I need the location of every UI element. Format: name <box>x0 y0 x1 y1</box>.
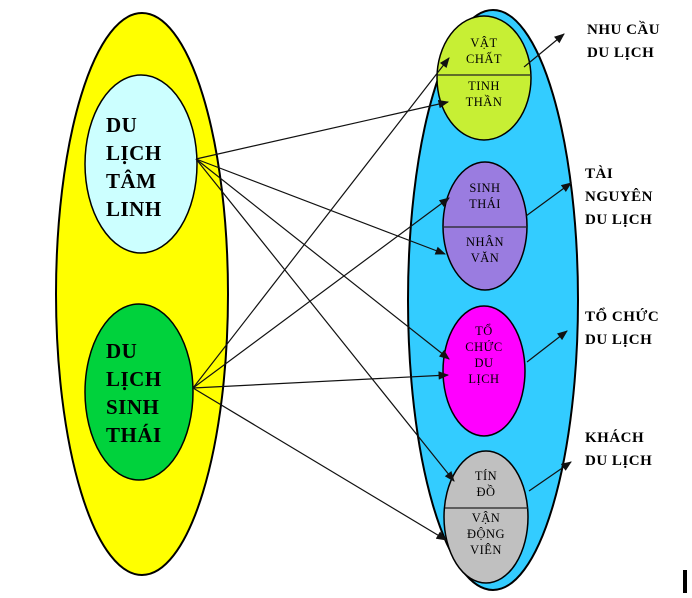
ellipse-sinh-thai-nhan-van <box>442 161 528 291</box>
right-outer-ellipse <box>407 9 579 591</box>
arrow-tam-linh-to-tin-do <box>195 158 455 482</box>
arrow-tam-linh-to-to-chuc <box>195 158 450 360</box>
arrow-to-khach-du-lich <box>528 461 572 492</box>
label-to-chuc-du-lich-outer: TỔ CHỨC DU LỊCH <box>585 309 660 348</box>
label-khach-du-lich: KHÁCH DU LỊCH <box>585 430 653 469</box>
label-nhan-van: NHÂN VĂN <box>465 235 505 265</box>
arrow-to-to-chuc-du-lich-label <box>526 330 568 363</box>
arrow-sinh-thai-to-van-dong-vien <box>192 387 447 541</box>
text-cursor-artifact <box>683 570 687 593</box>
ellipse-to-chuc-du-lich <box>442 305 526 437</box>
arrow-sinh-thai-to-vat-chat <box>192 57 450 389</box>
label-nhu-cau-du-lich: NHU CẦU DU LỊCH <box>587 22 661 61</box>
ellipse-vat-chat-tinh-than <box>436 15 532 141</box>
label-tin-do: TÍN ĐỒ <box>474 469 498 499</box>
label-du-lich-sinh-thai: DU LỊCH SINH THÁI <box>106 339 162 447</box>
label-tinh-than: TINH THẦN <box>465 79 503 109</box>
arrow-to-nhu-cau-du-lich <box>523 33 565 68</box>
label-to-chuc-du-lich: TỔ CHỨC DU LỊCH <box>465 324 503 386</box>
arrow-to-tai-nguyen-du-lich <box>525 182 572 217</box>
arrow-tam-linh-to-tinh-than <box>195 99 450 160</box>
ellipse-tin-do-van-dong-vien <box>443 450 529 584</box>
ellipse-du-lich-sinh-thai <box>84 303 194 481</box>
label-vat-chat: VẬT CHẤT <box>465 36 503 66</box>
arrow-sinh-thai-to-to-chuc <box>192 371 450 389</box>
label-tai-nguyen-du-lich: TÀI NGUYÊN DU LỊCH <box>585 166 654 228</box>
arrow-sinh-thai-to-sinh-thai <box>192 197 450 389</box>
arrow-tam-linh-to-nhan-van <box>195 158 446 255</box>
ellipse-du-lich-tam-linh <box>84 74 198 254</box>
label-van-dong-vien: VẬN ĐỘNG VIÊN <box>466 511 506 557</box>
label-sinh-thai: SINH THÁI <box>469 181 501 211</box>
label-du-lich-tam-linh: DU LỊCH TÂM LINH <box>106 113 162 221</box>
